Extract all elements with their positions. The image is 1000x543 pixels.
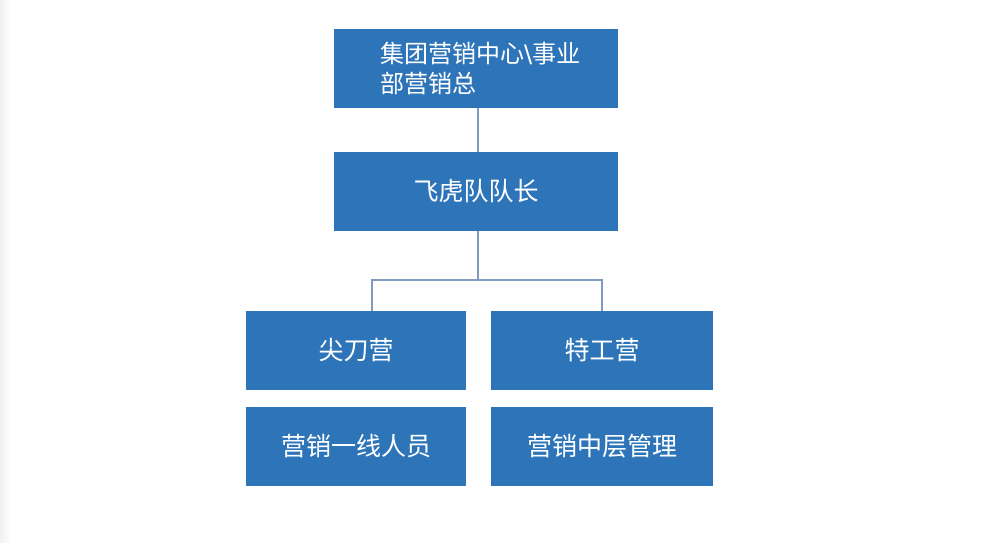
node-middle-management: 营销中层管理: [491, 407, 713, 486]
node-frontline-staff: 营销一线人员: [246, 407, 466, 486]
node-special-agent-battalion-label: 特工营: [564, 335, 640, 365]
node-marketing-director: 集团营销中心\事业 部营销总: [334, 29, 618, 108]
left-edge-shade: [0, 0, 12, 543]
node-special-agent-battalion: 特工营: [491, 311, 713, 390]
node-marketing-director-line2: 部营销总: [380, 69, 476, 98]
node-middle-management-label: 营销中层管理: [526, 431, 677, 461]
node-spearhead-battalion-label: 尖刀营: [318, 335, 394, 365]
node-frontline-staff-label: 营销一线人员: [280, 431, 431, 461]
node-team-captain: 飞虎队队长: [334, 152, 618, 231]
node-team-captain-label: 飞虎队队长: [413, 176, 539, 206]
node-spearhead-battalion: 尖刀营: [246, 311, 466, 390]
node-marketing-director-line1: 集团营销中心\事业: [380, 39, 581, 68]
